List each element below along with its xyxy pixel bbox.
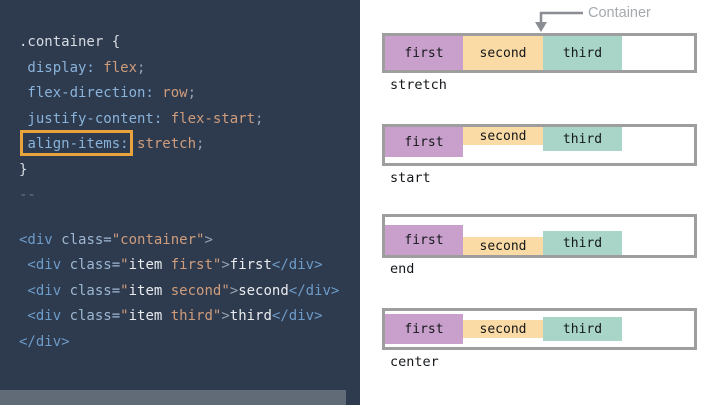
container-arrow-icon — [535, 11, 583, 32]
code-lines: .container { display: flex; flex-directi… — [19, 30, 339, 355]
alignment-label: stretch — [390, 77, 447, 93]
code-line: .container { — [19, 34, 121, 50]
flex-item-first: first — [385, 127, 463, 157]
alignment-label: center — [390, 354, 439, 370]
flex-item-first: first — [385, 36, 463, 70]
flex-item-third: third — [543, 36, 622, 70]
code-line: <div class="item first">first</div> — [19, 257, 323, 273]
code-panel: .container { display: flex; flex-directi… — [0, 0, 360, 405]
code-line: align-items: stretch; — [27, 136, 205, 152]
flex-item-third: third — [543, 127, 622, 151]
code-line: <div class="item third">third</div> — [19, 308, 323, 324]
code-line: <div class="item second">second</div> — [19, 282, 340, 299]
flex-item-first: first — [385, 225, 463, 255]
code-line: } — [19, 161, 28, 178]
flex-item-second: second — [463, 36, 543, 70]
code-line: flex-direction: row; — [19, 85, 197, 101]
flex-item-second: second — [463, 237, 543, 255]
flex-item-third: third — [543, 317, 622, 341]
alignment-label: start — [390, 170, 431, 186]
flex-item-first: first — [385, 314, 463, 344]
code-line: justify-content: flex-start; — [19, 110, 264, 127]
code-line: </div> — [19, 333, 70, 350]
code-line: -- — [19, 187, 36, 203]
code-line: display: flex; — [19, 59, 146, 76]
code-panel-bottom-bar — [0, 390, 346, 405]
container-callout-label: Container — [588, 5, 651, 21]
flex-item-second: second — [463, 127, 543, 145]
alignment-label: end — [390, 261, 415, 277]
flex-item-second: second — [463, 320, 543, 338]
code-line: <div class="container"> — [19, 231, 213, 248]
flex-item-third: third — [543, 231, 622, 255]
